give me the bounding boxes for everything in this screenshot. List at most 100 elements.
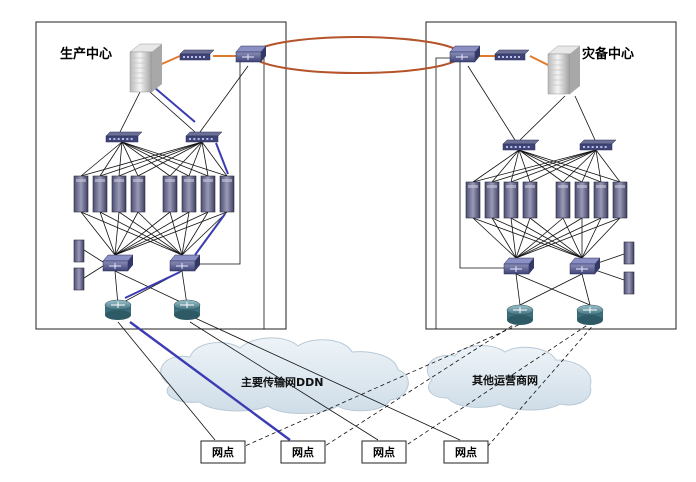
server-icon: [130, 175, 146, 213]
link-line: [114, 211, 120, 256]
link-line: [121, 141, 209, 177]
link-line: [581, 273, 591, 306]
link-line: [189, 321, 379, 441]
link-line: [114, 211, 209, 256]
link-line: [83, 265, 104, 279]
link-line: [472, 217, 517, 259]
link-line: [215, 142, 229, 175]
link-line: [581, 217, 621, 259]
switch-icon: [579, 139, 617, 151]
server-icon: [623, 241, 635, 265]
link-line: [472, 217, 583, 259]
link-line: [114, 211, 139, 256]
link-line: [562, 149, 597, 183]
other-network-label: 其他运营商网: [472, 373, 538, 387]
link-line: [199, 65, 249, 133]
link-line: [154, 87, 196, 123]
link-line: [194, 213, 226, 256]
link-line: [80, 211, 183, 256]
server-icon: [73, 267, 85, 291]
server-icon: [111, 175, 127, 213]
server-icon: [623, 271, 635, 295]
link-line: [137, 211, 183, 256]
link-line: [574, 95, 596, 141]
link-line: [510, 149, 597, 183]
link-line: [83, 249, 104, 263]
server-icon: [555, 181, 571, 219]
switch-icon: [102, 254, 134, 272]
link-line: [169, 141, 203, 177]
link-line: [515, 217, 602, 259]
site-node-4: 网点: [443, 440, 489, 464]
link-line: [244, 321, 526, 447]
server-icon: [574, 181, 590, 219]
link-line: [518, 149, 621, 183]
switch-icon: [179, 49, 215, 61]
switch-icon: [105, 131, 143, 143]
link-line: [99, 141, 123, 177]
link-line: [515, 217, 621, 259]
link-line: [194, 317, 461, 441]
link-line: [459, 60, 504, 269]
link-line: [491, 149, 597, 183]
link-line: [324, 321, 519, 447]
link-line: [519, 273, 583, 306]
production-center-frame: [35, 21, 287, 330]
link-line: [250, 57, 265, 329]
link-line: [562, 217, 583, 259]
link-line: [99, 211, 183, 256]
link-line: [472, 149, 520, 183]
switch-icon: [449, 45, 481, 63]
production-center-label: 生产中心: [60, 46, 112, 62]
link-line: [595, 149, 602, 183]
link-line: [181, 211, 228, 256]
link-line: [119, 91, 141, 133]
link-line: [404, 321, 593, 447]
link-line: [595, 149, 621, 183]
link-line: [121, 141, 139, 177]
link-line: [515, 217, 531, 259]
link-line: [117, 321, 216, 441]
link-line: [80, 141, 123, 177]
link-line: [124, 271, 181, 299]
server-icon: [465, 181, 481, 219]
link-line: [114, 211, 171, 256]
site-label: 网点: [455, 445, 477, 459]
mainframe-icon: [547, 45, 581, 95]
link-line: [114, 211, 190, 256]
link-line: [491, 217, 583, 259]
link-line: [472, 149, 597, 183]
server-icon: [181, 175, 197, 213]
link-line: [529, 149, 597, 183]
link-line: [149, 91, 196, 133]
link-line: [435, 57, 450, 329]
site-node-1: 网点: [200, 440, 246, 464]
link-line: [114, 270, 119, 306]
switch-icon: [494, 49, 530, 61]
server-icon: [522, 181, 538, 219]
link-line: [515, 217, 564, 259]
router-icon: [506, 304, 534, 325]
link-line: [181, 211, 209, 256]
link-line: [137, 141, 203, 177]
link-line: [121, 141, 228, 177]
link-line: [118, 211, 183, 256]
link-line: [201, 141, 228, 177]
switch-icon: [503, 257, 535, 275]
link-line: [99, 211, 116, 256]
server-icon: [73, 175, 89, 213]
site-label: 网点: [212, 445, 234, 459]
devices: [73, 43, 635, 325]
server-icon: [162, 175, 178, 213]
site-label: 网点: [373, 445, 395, 459]
link-line: [515, 217, 583, 259]
router-icon: [576, 304, 604, 325]
link-line: [518, 149, 583, 183]
server-icon: [503, 181, 519, 219]
mainframe-icon: [129, 43, 163, 93]
link-line: [518, 149, 531, 183]
router-icon: [104, 299, 132, 320]
link-line: [581, 149, 597, 183]
link-line: [200, 58, 241, 265]
link-line: [510, 217, 517, 259]
